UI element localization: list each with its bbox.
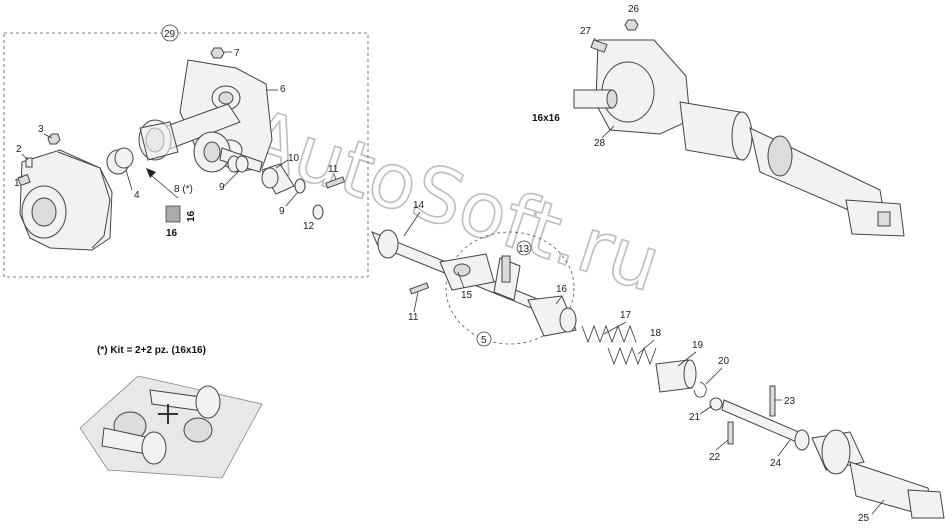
nut-part-7: [210, 47, 225, 59]
label-3: 3: [38, 124, 44, 135]
ring-part-4: [106, 147, 134, 175]
size-tag-shaft: 16x16: [532, 113, 560, 124]
leader-11a: [333, 173, 337, 181]
ring-part-21: [709, 397, 723, 411]
clip-part-20: [693, 381, 707, 398]
key-block-16: [165, 205, 181, 223]
pin-part-23: [769, 385, 776, 417]
size-tag-side: 16: [186, 210, 197, 222]
leader-27: [593, 37, 599, 43]
label-1: 1: [14, 178, 20, 189]
leader-19: [677, 351, 697, 367]
leader-10: [275, 159, 289, 169]
gearbox-half-left: [19, 149, 113, 251]
label-10: 10: [288, 153, 300, 164]
kit-arrow-head: [146, 168, 156, 178]
leader-25: [871, 499, 885, 515]
label-29: 29: [164, 29, 176, 40]
callout-circle-13: [516, 240, 532, 256]
label-11b: 11: [408, 312, 419, 323]
label-12: 12: [303, 221, 315, 232]
ring-part-9a: [227, 155, 249, 173]
pin-part-22: [727, 421, 734, 445]
spring-part-17: [581, 324, 637, 344]
label-26: 26: [628, 4, 640, 15]
pin-part-11a: [325, 176, 346, 189]
label-16: 16: [556, 284, 568, 295]
leader-2: [21, 153, 29, 161]
label-17: 17: [620, 310, 632, 321]
label-9b: 9: [279, 206, 285, 217]
leader-11b: [413, 291, 419, 313]
size-tag-bottom: 16: [166, 228, 178, 239]
leader-20: [705, 367, 723, 385]
leader-22: [715, 439, 729, 451]
ring-part-9b: [294, 178, 306, 194]
spring-part-18: [607, 346, 657, 366]
nut-part-26: [624, 19, 639, 31]
label-18: 18: [650, 328, 662, 339]
leader-28: [601, 125, 615, 139]
leader-16: [555, 295, 563, 305]
leader-3: [43, 133, 53, 139]
label-11a: 11: [328, 164, 339, 175]
gearbox-group-box: [3, 32, 369, 278]
label-13: 13: [518, 244, 530, 255]
cross-joint-13: [493, 255, 521, 301]
kit-arrow-line: [151, 175, 179, 199]
label-20: 20: [718, 356, 730, 367]
leader-9a: [223, 171, 239, 187]
washer-part-2: [25, 157, 33, 168]
label-9a: 9: [219, 182, 225, 193]
leader-9b: [285, 191, 299, 207]
label-6: 6: [280, 84, 286, 95]
yoke-part-16: [527, 295, 577, 337]
leader-18: [637, 339, 655, 355]
leader-4: [125, 169, 133, 191]
leader-1: [18, 175, 25, 179]
label-19: 19: [692, 340, 704, 351]
label-5: 5: [481, 335, 487, 346]
nut-part-3: [47, 133, 61, 145]
label-7: 7: [234, 48, 240, 59]
sleeve-part-19: [655, 359, 697, 393]
kit-note: (*) Kit = 2+2 pz. (16x16): [97, 345, 206, 356]
label-28: 28: [594, 138, 606, 149]
leader-21: [699, 405, 713, 415]
label-4: 4: [134, 190, 140, 201]
label-8: 8 (*): [174, 184, 193, 195]
bolt-part-27: [590, 39, 608, 53]
kit-bag-illustration: [79, 375, 263, 479]
joint-group-5: [445, 231, 575, 345]
callout-circle-5: [476, 331, 492, 347]
yoke-part-15: [439, 253, 495, 291]
label-24: 24: [770, 458, 782, 469]
tube-part-24: [721, 399, 810, 451]
label-2: 2: [16, 144, 22, 155]
label-25: 25: [858, 513, 870, 524]
pin-part-11b: [409, 282, 430, 295]
collar-part-10: [261, 163, 295, 195]
label-14: 14: [413, 200, 425, 211]
leader-14: [403, 211, 421, 237]
label-23: 23: [784, 396, 796, 407]
label-15: 15: [461, 290, 473, 301]
callout-circle-29: [161, 24, 179, 42]
label-21: 21: [689, 412, 701, 423]
end-yoke-part-25: [811, 429, 945, 519]
leader-24: [777, 439, 791, 457]
gearbox-assembly-28: [573, 39, 691, 135]
leader-15: [457, 271, 465, 289]
ring-part-12: [312, 204, 324, 220]
label-27: 27: [580, 26, 592, 37]
label-22: 22: [709, 452, 721, 463]
leader-17: [603, 321, 627, 335]
shaft-guard-top: [679, 101, 905, 237]
bevel-gear-set-8: [138, 103, 263, 173]
